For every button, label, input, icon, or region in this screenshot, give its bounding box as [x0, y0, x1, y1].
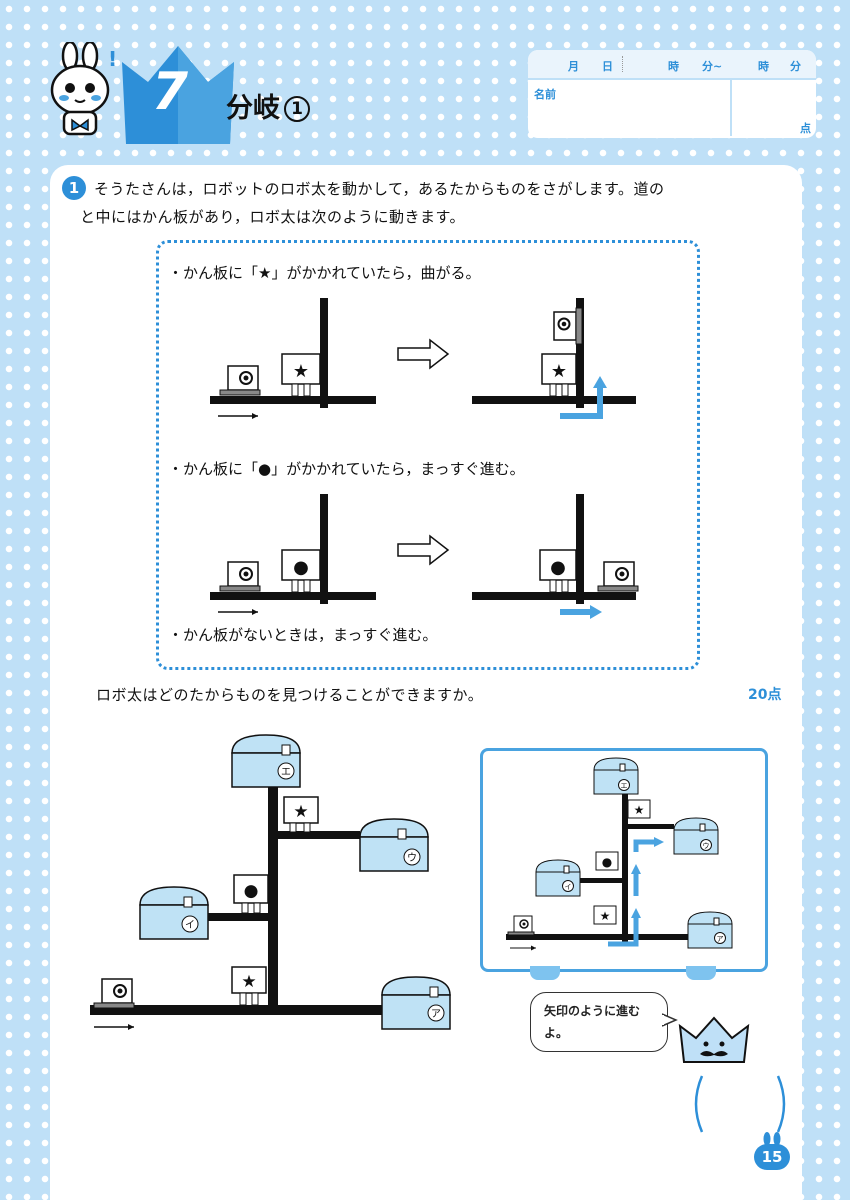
- lesson-number: 7: [151, 62, 189, 122]
- example-robot-icon: [507, 915, 535, 936]
- dot-after-scene: ●: [472, 494, 639, 619]
- sign-star-top-symbol: ★: [293, 802, 308, 822]
- star-after-scene: ★: [472, 298, 636, 419]
- main-route-map: エ ★ ウ ● イ ★ ア: [90, 734, 451, 1030]
- robot-icon: [219, 561, 261, 592]
- rule-dot-diagram: ● ●: [210, 494, 639, 619]
- day-label: 日: [602, 60, 613, 73]
- page-number: 15: [754, 1144, 790, 1170]
- treasure-chest-i: イ: [139, 886, 209, 940]
- example-chest-a: ア: [687, 911, 733, 949]
- robot-icon: [597, 561, 639, 592]
- example-route-map: エ ★ ウ ● イ ★ ア: [506, 757, 733, 951]
- robot-turned-icon: [553, 307, 583, 345]
- example-label-e: エ: [621, 782, 628, 790]
- question-number: 1: [62, 176, 86, 200]
- hour-label: 時: [668, 60, 679, 73]
- svg-text:!: !: [108, 47, 117, 71]
- dot-before-scene: ●: [210, 494, 376, 615]
- sign-dot: ●: [293, 557, 309, 578]
- treasure-chest-a: ア: [381, 976, 451, 1030]
- sign-star-bottom: ★: [231, 966, 267, 1006]
- page-number-ears-icon: [763, 1132, 781, 1146]
- month-label: 月: [568, 60, 579, 73]
- treasure-label-i: イ: [185, 920, 195, 931]
- lesson-title-suffix: 1: [284, 96, 310, 122]
- crown-mascot-icon: [678, 1016, 750, 1063]
- sign-star-bottom-symbol: ★: [241, 972, 256, 992]
- lesson-title-text: 分岐: [226, 93, 280, 124]
- robot-icon: [93, 978, 135, 1009]
- turn-arrow-icon: [560, 386, 603, 419]
- example-sign-star-bottom-symbol: ★: [600, 909, 611, 923]
- question-line-1: そうたさんは，ロボットのロボ太を動かして，あるたからものをさがします。道の: [94, 180, 665, 198]
- example-sign-star-top-symbol: ★: [634, 803, 645, 817]
- sign-dot-after: ●: [550, 557, 566, 578]
- example-sign-star-top: ★: [627, 799, 651, 819]
- speech-bubble: [530, 992, 668, 1052]
- question-prompt: ロボ太はどのたからものを見つけることができますか。: [96, 686, 484, 704]
- treasure-chest-e: エ: [231, 734, 301, 788]
- example-label-u: ウ: [703, 842, 710, 850]
- treasure-chest-u: ウ: [359, 818, 429, 872]
- treasure-label-e: エ: [281, 767, 291, 778]
- rule-star-diagram: ★ ★: [210, 298, 636, 419]
- example-sign-dot-symbol: ●: [602, 855, 612, 869]
- rabbit-mascot-icon: !: [50, 42, 117, 136]
- example-sign-dot: ●: [595, 851, 619, 871]
- sign-star-top: ★: [283, 796, 319, 833]
- board-leg-right: [686, 966, 716, 980]
- question-points: 20点: [748, 687, 782, 703]
- sign-dot-middle-symbol: ●: [244, 881, 259, 901]
- crown-icon: [122, 46, 234, 144]
- rules-box: [156, 240, 700, 670]
- name-label: 名前: [534, 88, 556, 101]
- treasure-label-u: ウ: [407, 852, 417, 864]
- sign-star: ★: [293, 361, 309, 382]
- transition-arrow-icon: [397, 534, 450, 566]
- example-chest-e: エ: [593, 757, 639, 795]
- route-arrow-icon: [608, 916, 639, 947]
- example-label-i: イ: [565, 883, 572, 891]
- board-leg-left: [530, 966, 560, 980]
- robot-icon: [219, 365, 261, 396]
- transition-arrow-icon: [397, 338, 450, 370]
- sign-star-after: ★: [551, 361, 567, 382]
- sign-dot-middle: ●: [233, 874, 269, 914]
- example-chest-u: ウ: [673, 817, 719, 855]
- example-sign-star-bottom: ★: [593, 905, 617, 925]
- star-before-scene: ★: [210, 298, 376, 419]
- score-label: 点: [800, 122, 811, 135]
- minute-end-label: 分: [790, 60, 801, 73]
- bubble-tail: [662, 1013, 678, 1027]
- rule-star: ・かん板に「★」がかかれていたら，曲がる。: [168, 264, 481, 282]
- rule-dot: ・かん板に「●」がかかれていたら，まっすぐ進む。: [168, 460, 525, 478]
- rule-none: ・かん板がないときは，まっすぐ進む。: [168, 626, 438, 644]
- question-line-2: と中にはかん板があり，ロボ太は次のように動きます。: [80, 208, 465, 226]
- answer-blank[interactable]: [690, 1074, 790, 1134]
- treasure-label-a: ア: [431, 1009, 441, 1020]
- minute-label: 分~: [702, 60, 723, 73]
- hour-end-label: 時: [758, 60, 769, 73]
- date-name-score-box: 月 日 時 分~ 時 分 名前 点: [528, 50, 816, 138]
- example-chest-i: イ: [535, 859, 581, 897]
- speech-bubble-text: 矢印のように進むよ。: [544, 1004, 641, 1040]
- example-label-a: ア: [717, 935, 724, 943]
